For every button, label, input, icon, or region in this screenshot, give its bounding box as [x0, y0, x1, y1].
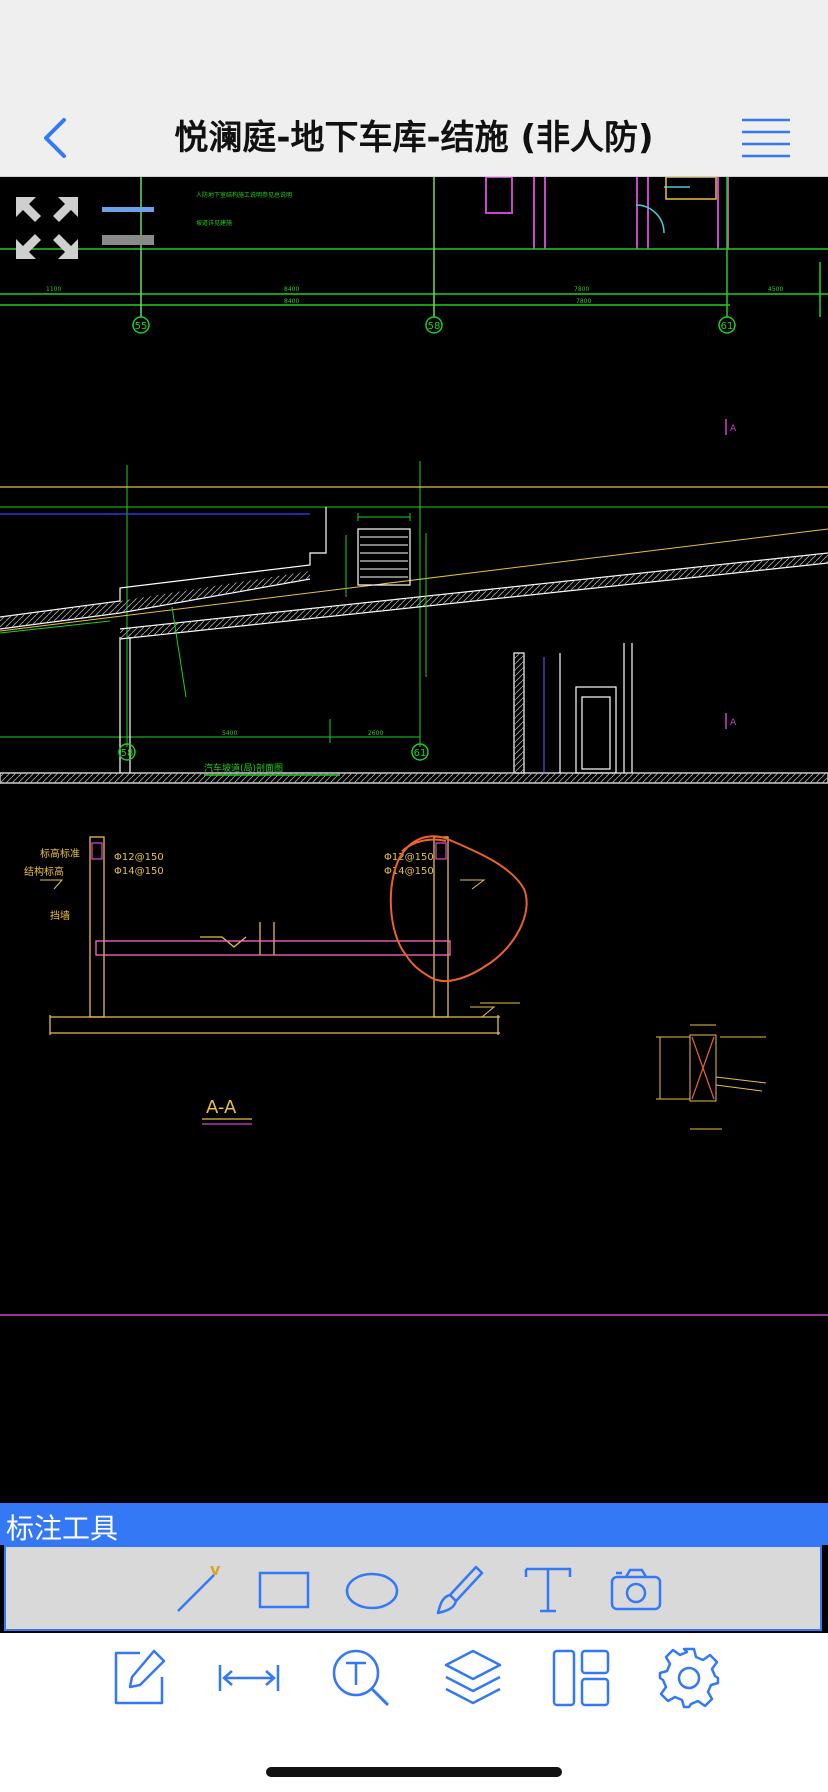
annotation-tools-title: 标注工具	[6, 1512, 119, 1545]
annotation: 标高标准	[40, 847, 80, 860]
layers-icon	[444, 1649, 502, 1705]
svg-text:坡道详见建施: 坡道详见建施	[196, 219, 232, 227]
axis-label: 58	[428, 321, 441, 332]
ellipse-icon	[345, 1572, 399, 1610]
gear-icon	[658, 1647, 720, 1709]
text-search-tab[interactable]	[328, 1645, 394, 1711]
rectangle-tool[interactable]	[254, 1561, 314, 1617]
text-tool[interactable]	[518, 1561, 578, 1617]
axis-label: 58	[121, 748, 134, 759]
active-mark: v	[210, 1561, 221, 1579]
fullscreen-icon	[16, 197, 78, 259]
axis-label: 55	[135, 321, 148, 332]
menu-button[interactable]	[740, 116, 792, 160]
layers-tab[interactable]	[440, 1645, 506, 1711]
svg-text:1100: 1100	[46, 286, 61, 293]
svg-text:5400: 5400	[222, 730, 237, 737]
annotation: Φ14@150	[114, 866, 164, 877]
svg-text:2600: 2600	[368, 730, 383, 737]
line-icon: v	[177, 1560, 221, 1612]
settings-tab[interactable]	[656, 1645, 722, 1711]
layout-icon	[552, 1649, 610, 1707]
line-weight-toggle[interactable]	[100, 201, 156, 249]
svg-text:4500: 4500	[768, 286, 783, 293]
navigation-bar: 悦澜庭-地下车库-结施 (非人防)	[0, 100, 828, 177]
layout-tab[interactable]	[548, 1645, 614, 1711]
detail-title: 汽车坡道(局)剖面图	[204, 762, 283, 774]
annotation-tools-panel: v	[4, 1545, 822, 1631]
line-tool[interactable]: v	[170, 1560, 230, 1617]
drawing-canvas[interactable]: 人防地下室结构施工说明参见总说明 坡道详见建施 1100 8400 7800 4…	[0, 177, 828, 1503]
svg-text:8400: 8400	[284, 298, 299, 305]
section-mark: A	[730, 718, 737, 728]
annotation: Φ12@150	[384, 852, 434, 863]
status-bar	[0, 0, 828, 100]
annotation: 结构标高	[24, 865, 64, 878]
back-button[interactable]	[36, 114, 80, 162]
brush-icon	[436, 1565, 484, 1615]
edit-icon	[114, 1649, 166, 1705]
annotation: 挡墙	[50, 909, 70, 922]
camera-tool[interactable]	[606, 1561, 666, 1617]
svg-text:7800: 7800	[574, 286, 589, 293]
brush-tool[interactable]	[430, 1561, 490, 1617]
axis-label: 61	[414, 748, 427, 759]
annotation: Φ12@150	[114, 852, 164, 863]
line-weight-icon	[102, 207, 154, 245]
axis-label: 61	[721, 321, 734, 332]
rectangle-icon	[258, 1571, 310, 1609]
annotation: Φ14@150	[384, 866, 434, 877]
svg-text:8400: 8400	[284, 286, 299, 293]
measure-icon	[218, 1665, 280, 1691]
section-mark: A	[730, 424, 737, 434]
page-title: 悦澜庭-地下车库-结施 (非人防)	[174, 118, 654, 158]
bottom-toolbar	[0, 1633, 828, 1792]
cad-drawing: 人防地下室结构施工说明参见总说明 坡道详见建施 1100 8400 7800 4…	[0, 177, 828, 1316]
annotate-tab[interactable]	[106, 1645, 172, 1711]
chevron-left-icon	[44, 118, 66, 158]
measure-tab[interactable]	[216, 1645, 282, 1711]
camera-icon	[610, 1568, 662, 1611]
section-title: A-A	[206, 1097, 237, 1118]
text-search-icon	[332, 1649, 390, 1707]
svg-text:7800: 7800	[576, 298, 591, 305]
hamburger-menu-icon	[742, 118, 790, 158]
ellipse-tool[interactable]	[342, 1561, 402, 1617]
fullscreen-button[interactable]	[14, 195, 80, 261]
home-indicator[interactable]	[266, 1767, 562, 1777]
svg-text:人防地下室结构施工说明参见总说明: 人防地下室结构施工说明参见总说明	[196, 191, 292, 199]
text-icon	[524, 1567, 572, 1613]
annotation-tools-header: 标注工具	[0, 1503, 828, 1545]
